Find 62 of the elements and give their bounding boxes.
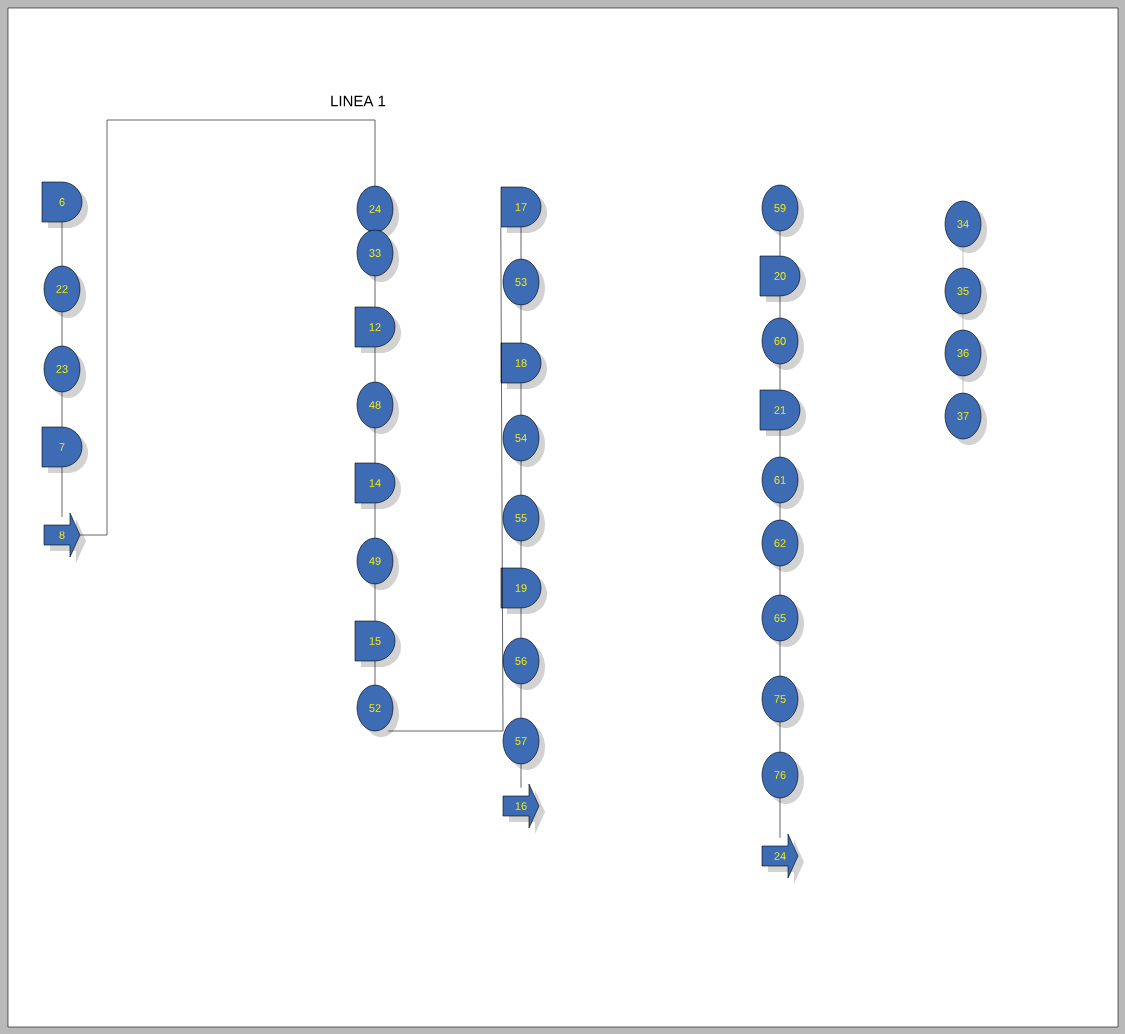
connector-line [779, 295, 781, 319]
circle-node: 62 [761, 519, 804, 572]
connector-line [779, 797, 781, 839]
circle-node: 22 [43, 265, 86, 318]
delay-node: 19 [500, 567, 547, 614]
connector-line [79, 119, 376, 536]
connector-line [61, 221, 63, 267]
connector-line [520, 304, 522, 344]
circle-node: 61 [761, 456, 804, 509]
circle-node: 54 [502, 414, 545, 467]
connector-line [374, 502, 376, 539]
delay-node: 17 [500, 186, 547, 233]
connector-line [520, 460, 522, 496]
connector-line [520, 540, 522, 569]
delay-node: 21 [759, 389, 806, 436]
connector-line [374, 275, 376, 308]
circle-node: 36 [944, 329, 987, 382]
circle-node: 75 [761, 675, 804, 728]
delay-node: 6 [41, 181, 88, 228]
connector-line [520, 763, 522, 789]
circle-node: 65 [761, 594, 804, 647]
circle-node: 52 [356, 684, 399, 737]
circle-node: 35 [944, 267, 987, 320]
circle-node: 60 [761, 317, 804, 370]
circle-node: 48 [356, 381, 399, 434]
connector-line [779, 502, 781, 521]
circle-node: 23 [43, 345, 86, 398]
connector-line [779, 363, 781, 391]
delay-node: 18 [500, 342, 547, 389]
connector-line [61, 466, 63, 518]
connector-line [374, 583, 376, 622]
circle-node: 57 [502, 717, 545, 770]
circle-node: 49 [356, 537, 399, 590]
connector-line [520, 607, 522, 639]
connector-line [779, 230, 781, 257]
delay-node: 15 [354, 620, 401, 667]
delay-node: 20 [759, 255, 806, 302]
connector-line [374, 427, 376, 464]
connector-line [779, 640, 781, 677]
circle-node: 34 [944, 200, 987, 253]
circle-node: 59 [761, 184, 804, 237]
connector-line [374, 660, 376, 686]
delay-node: 14 [354, 462, 401, 509]
circle-node: 37 [944, 392, 987, 445]
circle-node: 24 [356, 185, 399, 238]
connector-line [61, 311, 63, 347]
delay-node: 12 [354, 306, 401, 353]
connector-line [520, 226, 522, 260]
connector-line [388, 226, 504, 732]
connector-line [779, 721, 781, 753]
delay-node: 7 [41, 426, 88, 473]
connector-line [520, 683, 522, 719]
circle-node: 33 [356, 229, 399, 282]
circle-node: 55 [502, 494, 545, 547]
connector-line [779, 429, 781, 458]
connector-line [374, 346, 376, 383]
connector-line [61, 391, 63, 428]
circle-node: 56 [502, 637, 545, 690]
circle-node: 53 [502, 258, 545, 311]
connector-line [779, 565, 781, 596]
connector-line [520, 382, 522, 416]
circle-node: 76 [761, 751, 804, 804]
